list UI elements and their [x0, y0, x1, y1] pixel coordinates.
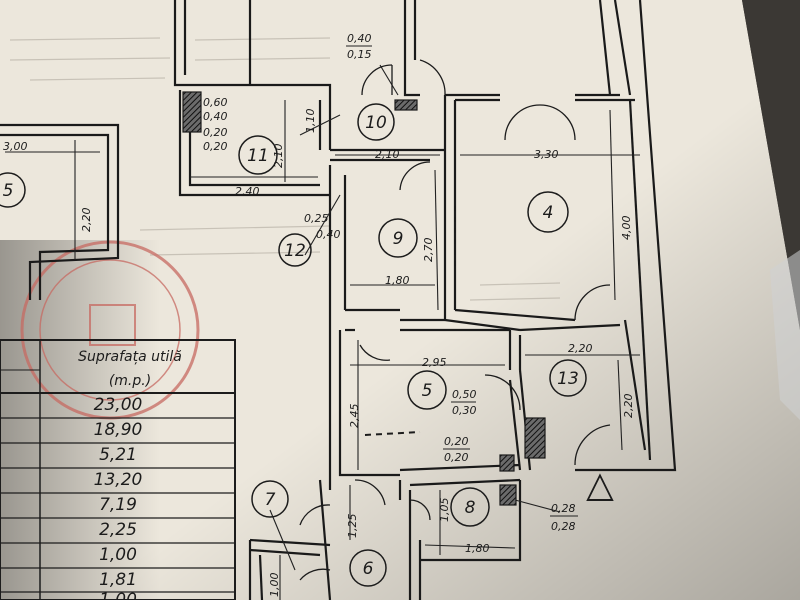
- table-value: 1,00: [99, 590, 137, 600]
- dim-180-room9: 1,80: [385, 274, 410, 287]
- dim-220-room13: 2,20: [568, 342, 593, 355]
- dim-245: 2,45: [348, 404, 361, 429]
- room-number-4: 4: [543, 203, 554, 223]
- room-number-6: 6: [363, 559, 374, 579]
- room-number-5: 5: [422, 381, 433, 401]
- dim-025: 0,25: [304, 212, 329, 225]
- table-header-unit: (m.p.): [109, 373, 151, 389]
- room-number-11: 11: [247, 146, 269, 166]
- dim-030: 0,30: [452, 404, 477, 417]
- dim-220-vertical: 2,20: [622, 394, 635, 419]
- dim-105: 1,05: [438, 498, 451, 523]
- dim-020d: 0,20: [444, 451, 469, 464]
- table-value: 1,81: [99, 570, 137, 590]
- faded-background-text: [9, 37, 561, 301]
- dim-295: 2,95: [422, 356, 447, 369]
- table-value: 2,25: [99, 520, 137, 540]
- door-swings: [299, 59, 611, 581]
- table-value: 13,20: [94, 470, 143, 490]
- triangle-symbol-icon: △: [586, 465, 614, 506]
- dim-020c: 0,20: [444, 435, 469, 448]
- table-value: 18,90: [94, 420, 143, 440]
- room-number-7: 7: [265, 490, 276, 510]
- walls: [0, 0, 677, 600]
- dim-100: 1,00: [268, 573, 281, 598]
- background-reflection: [770, 250, 800, 420]
- table-value: 7,19: [99, 495, 137, 515]
- table-header-title: Suprafața utilă: [78, 349, 182, 365]
- dim-040-top: 0,40: [347, 32, 372, 45]
- room-number-12: 12: [284, 241, 306, 261]
- dim-330: 3,30: [534, 148, 559, 161]
- dim-015: 0,15: [347, 48, 372, 61]
- room-number-8: 8: [465, 498, 476, 518]
- area-table: Suprafața utilă (m.p.) 23,00 18,90 5,21 …: [0, 339, 236, 600]
- dim-050: 0,50: [452, 388, 477, 401]
- room-number-9: 9: [393, 229, 404, 249]
- dim-028b: 0,28: [551, 520, 576, 533]
- dim-125: 1,25: [346, 514, 359, 539]
- room-markers: [0, 103, 587, 587]
- dim-270: 2,70: [422, 238, 435, 263]
- dim-040b: 0,40: [203, 110, 228, 123]
- dim-210-vertical: 2,10: [272, 144, 285, 169]
- background-surface: [742, 0, 800, 330]
- dim-020b: 0,20: [203, 140, 228, 153]
- dim-210-horizontal: 2,10: [375, 148, 400, 161]
- hatched-shafts: [182, 91, 546, 506]
- dim-040c: 0,40: [316, 228, 341, 241]
- dim-180-room8: 1,80: [465, 542, 490, 555]
- dim-400: 4,00: [620, 216, 633, 241]
- dim-028a: 0,28: [551, 502, 576, 515]
- table-value: 23,00: [94, 395, 143, 415]
- dim-220-left: 2,20: [80, 208, 93, 233]
- table-value: 1,00: [99, 545, 137, 565]
- table-value: 5,21: [99, 445, 137, 465]
- dim-060: 0,60: [203, 96, 228, 109]
- dashed-lines: [364, 200, 456, 436]
- dim-300: 3,00: [3, 140, 28, 153]
- dim-110: 1,10: [304, 109, 317, 134]
- room-number-13: 13: [557, 369, 579, 389]
- dim-240: 2,40: [235, 185, 260, 198]
- room-number-5-left: 5: [3, 181, 14, 201]
- room-number-10: 10: [365, 113, 387, 133]
- dim-020a: 0,20: [203, 126, 228, 139]
